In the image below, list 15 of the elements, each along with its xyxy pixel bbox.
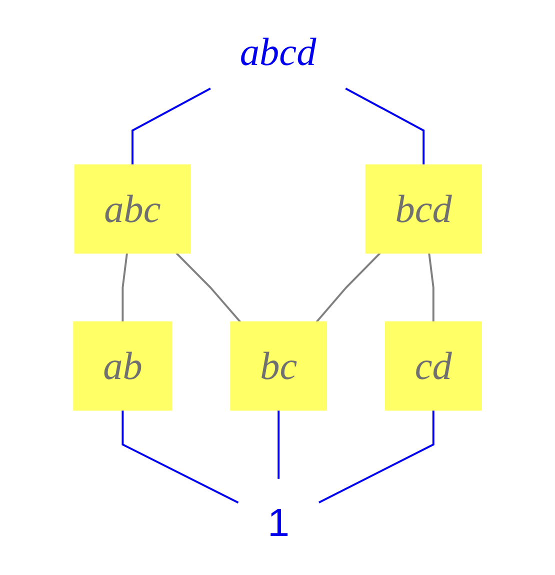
connector — [428, 253, 434, 322]
node-box — [73, 321, 172, 411]
connector — [316, 252, 381, 322]
connector — [132, 88, 211, 165]
connector — [176, 252, 241, 322]
connector — [345, 88, 425, 165]
node-box — [74, 164, 191, 254]
connector — [278, 410, 280, 479]
node-box — [230, 321, 328, 411]
node-box — [384, 321, 482, 411]
connector — [122, 410, 239, 504]
node-text: 1 — [268, 501, 290, 545]
connector — [122, 253, 128, 322]
node-box — [365, 164, 482, 254]
connector — [318, 410, 434, 504]
